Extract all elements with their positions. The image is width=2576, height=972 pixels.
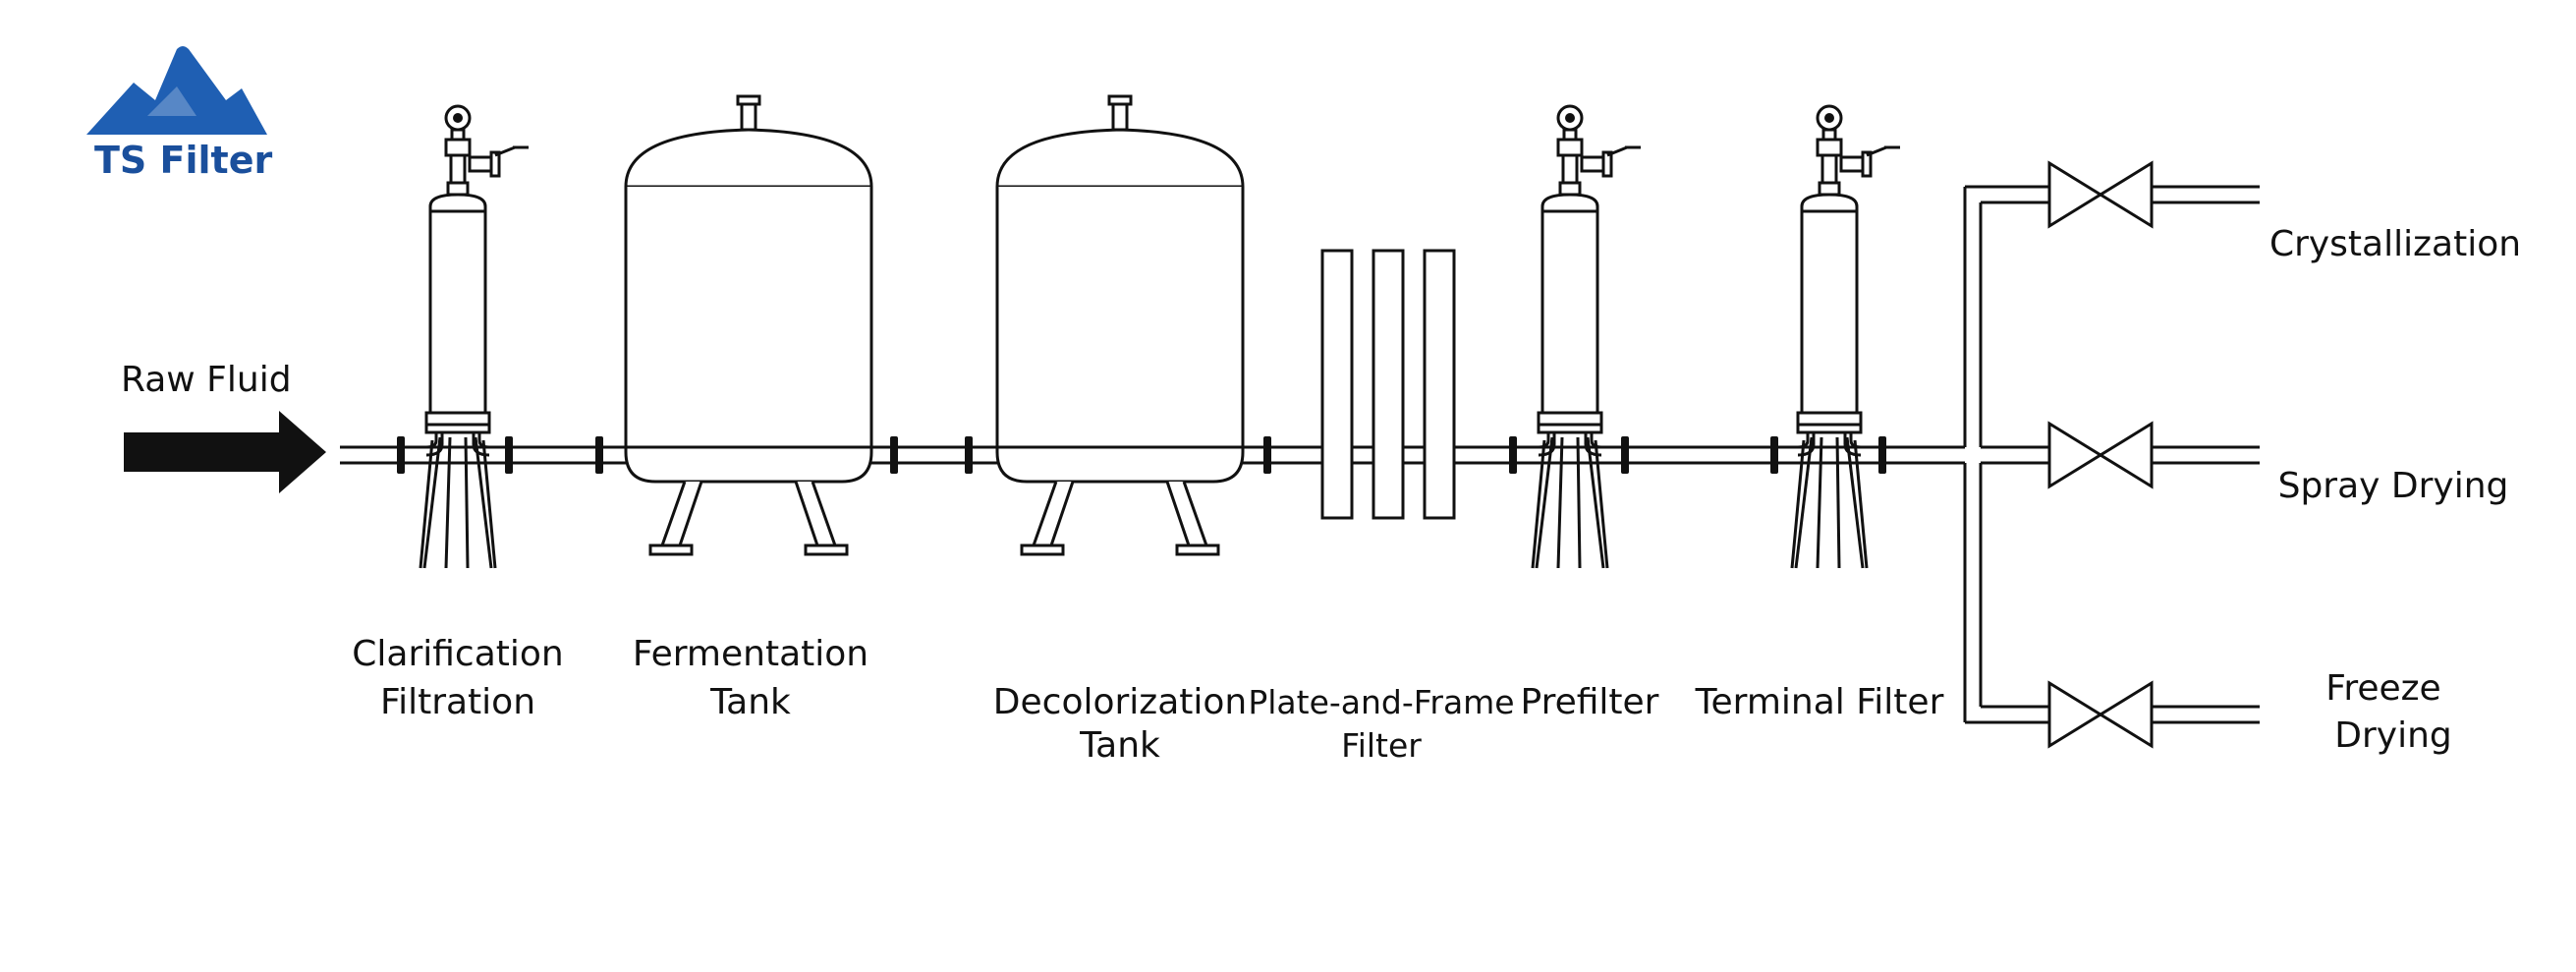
crystallization-valve-icon — [2047, 161, 2154, 228]
svg-text:Tank: Tank — [709, 682, 791, 722]
decolorization-tank — [995, 94, 1245, 556]
output-label-spray-drying: Spray Drying — [2278, 466, 2509, 506]
svg-text:Tank: Tank — [1079, 725, 1160, 766]
terminal-filter-housing — [1790, 104, 1902, 570]
svg-text:Filter: Filter — [1341, 726, 1422, 765]
stage-label-prefilter: Prefilter — [1521, 682, 1659, 722]
mountain-logo-icon — [86, 46, 267, 135]
stage-label-decolorization: Decolorization Tank — [993, 682, 1247, 766]
svg-text:Drying: Drying — [2334, 715, 2452, 756]
output-label-freeze-drying: Freeze Drying — [2325, 668, 2451, 756]
fermentation-tank — [624, 94, 873, 556]
freeze-drying-valve-icon — [2047, 681, 2154, 748]
plate-and-frame-filter — [1320, 249, 1456, 520]
svg-text:Clarification: Clarification — [352, 634, 564, 674]
svg-text:Crystallization: Crystallization — [2269, 224, 2521, 264]
ts-filter-logo: TS Filter — [86, 46, 272, 182]
distribution-manifold — [1963, 185, 2260, 724]
stage-label-clarification: Clarification Filtration — [352, 634, 564, 722]
stage-label-fermentation: Fermentation Tank — [633, 634, 868, 722]
svg-text:Freeze: Freeze — [2325, 668, 2440, 709]
svg-text:Decolorization: Decolorization — [993, 682, 1247, 722]
spray-drying-valve-icon — [2047, 422, 2154, 488]
stage-label-terminal: Terminal Filter — [1695, 682, 1944, 722]
svg-text:Prefilter: Prefilter — [1521, 682, 1659, 722]
prefilter-housing — [1531, 104, 1643, 570]
svg-text:Fermentation: Fermentation — [633, 634, 868, 674]
stage-label-plate-and-frame: Plate-and-Frame Filter — [1248, 683, 1514, 765]
right-arrow-icon — [124, 411, 326, 493]
clarification-filter-housing — [419, 104, 531, 570]
svg-text:Plate-and-Frame: Plate-and-Frame — [1248, 683, 1514, 721]
raw-fluid-label: Raw Fluid — [121, 360, 292, 400]
output-label-crystallization: Crystallization — [2269, 224, 2521, 264]
svg-text:Terminal Filter: Terminal Filter — [1695, 682, 1944, 722]
brand-name: TS Filter — [94, 139, 272, 182]
svg-text:Spray Drying: Spray Drying — [2278, 466, 2509, 506]
svg-text:Filtration: Filtration — [380, 682, 535, 722]
